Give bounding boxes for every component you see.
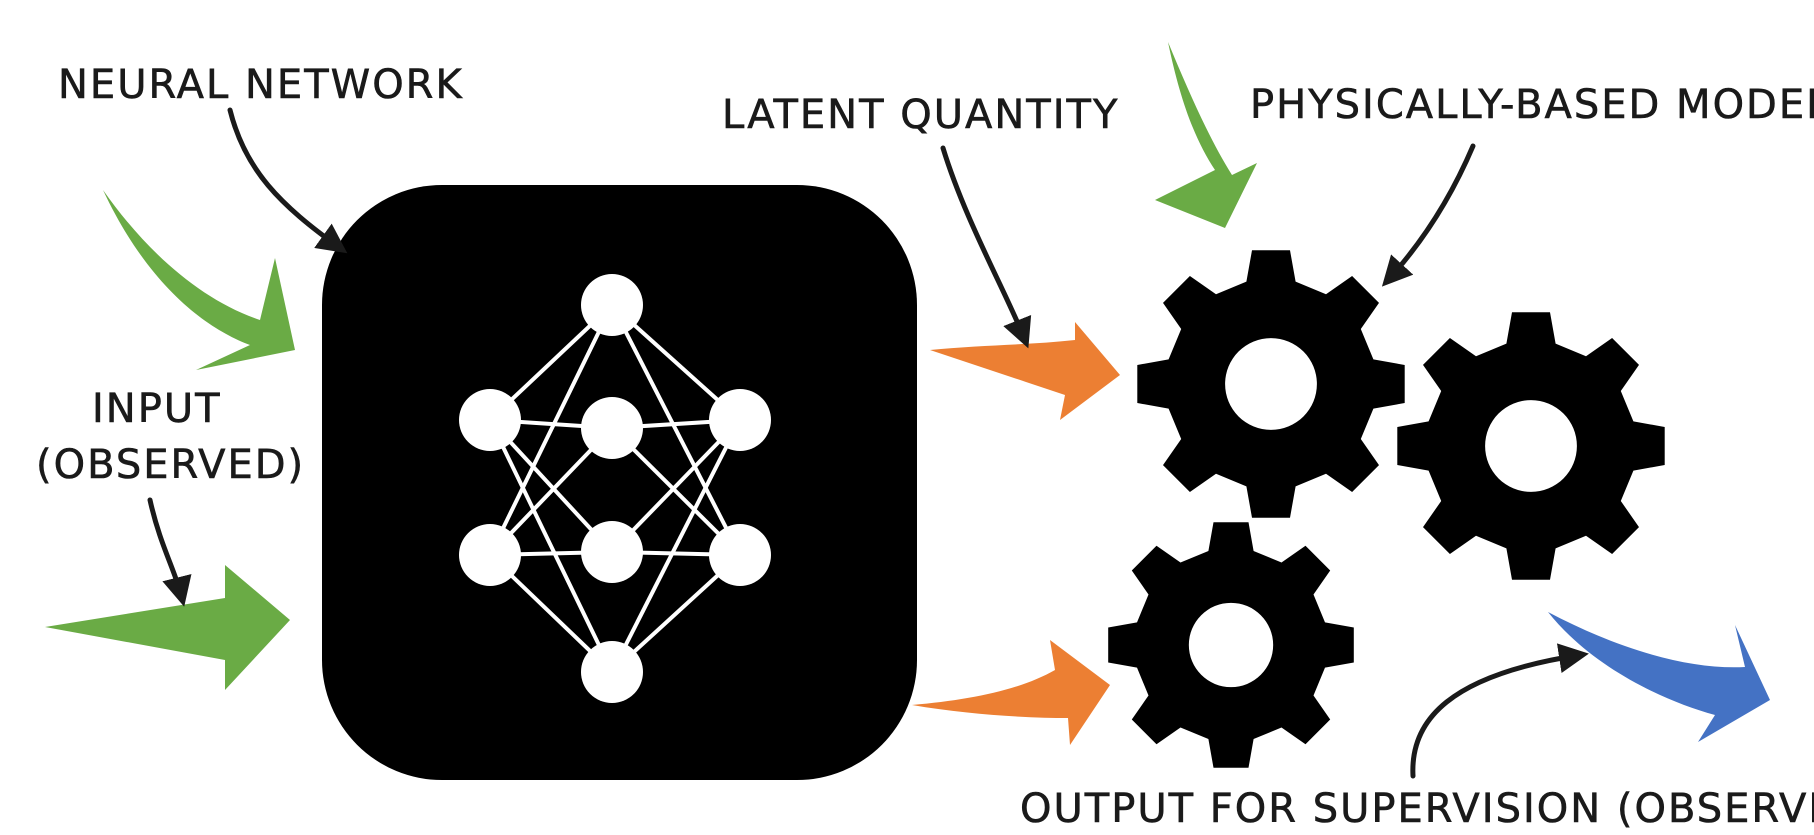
input-arrow-upper — [103, 190, 295, 370]
input-arrow-top-right — [1155, 42, 1257, 228]
gear-icon — [1108, 522, 1354, 768]
gear-icon — [1397, 312, 1665, 580]
label-latent-quantity: LATENT QUANTITY — [722, 92, 1119, 138]
annotation-arrow-model — [1381, 143, 1476, 287]
gear-shape — [1397, 312, 1665, 580]
annotation-arrow-neural-network — [227, 107, 348, 254]
annotation-arrow-output — [1410, 643, 1589, 779]
label-neural-network: NEURAL NETWORK — [58, 62, 464, 108]
label-input: INPUT — [92, 386, 222, 432]
gear-shape — [1108, 522, 1354, 768]
neural-network-block — [322, 185, 917, 780]
annotation-arrow-input — [147, 497, 192, 607]
input-arrow-lower — [45, 565, 290, 690]
gear-shape — [1137, 250, 1405, 518]
latent-arrow-upper — [930, 322, 1120, 420]
label-input-observed: (OBSERVED) — [36, 442, 305, 488]
network-nodes — [459, 274, 771, 703]
annotation-arrow-latent — [940, 145, 1032, 349]
output-arrow — [1548, 612, 1770, 742]
gear-icon — [1137, 250, 1405, 518]
latent-arrow-lower — [912, 640, 1110, 745]
label-output-supervision: OUTPUT FOR SUPERVISION (OBSERVED) — [1020, 786, 1814, 832]
label-physically-based-model: PHYSICALLY-BASED MODEL — [1250, 82, 1814, 128]
